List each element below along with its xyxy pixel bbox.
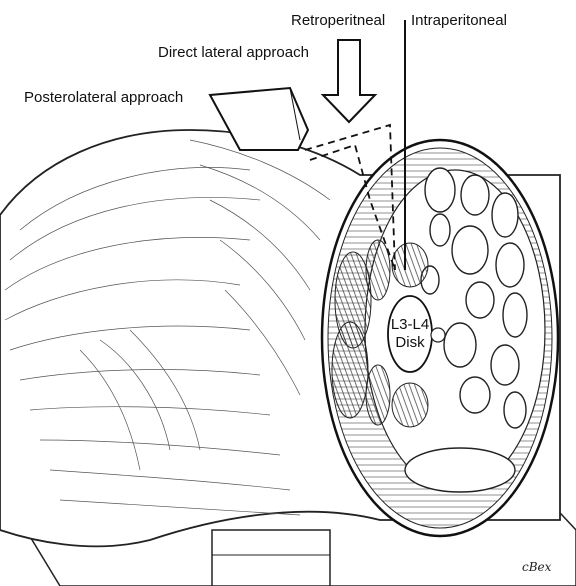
posterolateral-arrow — [208, 86, 310, 151]
direct-lateral-arrow — [320, 39, 378, 124]
retroperitoneal-label: Retroperitneal — [291, 12, 386, 29]
cross-section — [320, 138, 560, 538]
direct-lateral-label: Direct lateral approach — [158, 44, 309, 61]
approach-paths — [304, 123, 396, 271]
disk-label-line2: Disk — [395, 334, 425, 351]
disk-label: L3-L4 Disk — [388, 316, 432, 352]
disk-label-line1: L3-L4 — [390, 316, 430, 333]
posterolateral-label: Posterolateral approach — [24, 89, 184, 106]
artist-signature: cBex — [522, 560, 552, 574]
intraperitoneal-label: Intraperitoneal — [411, 12, 507, 29]
